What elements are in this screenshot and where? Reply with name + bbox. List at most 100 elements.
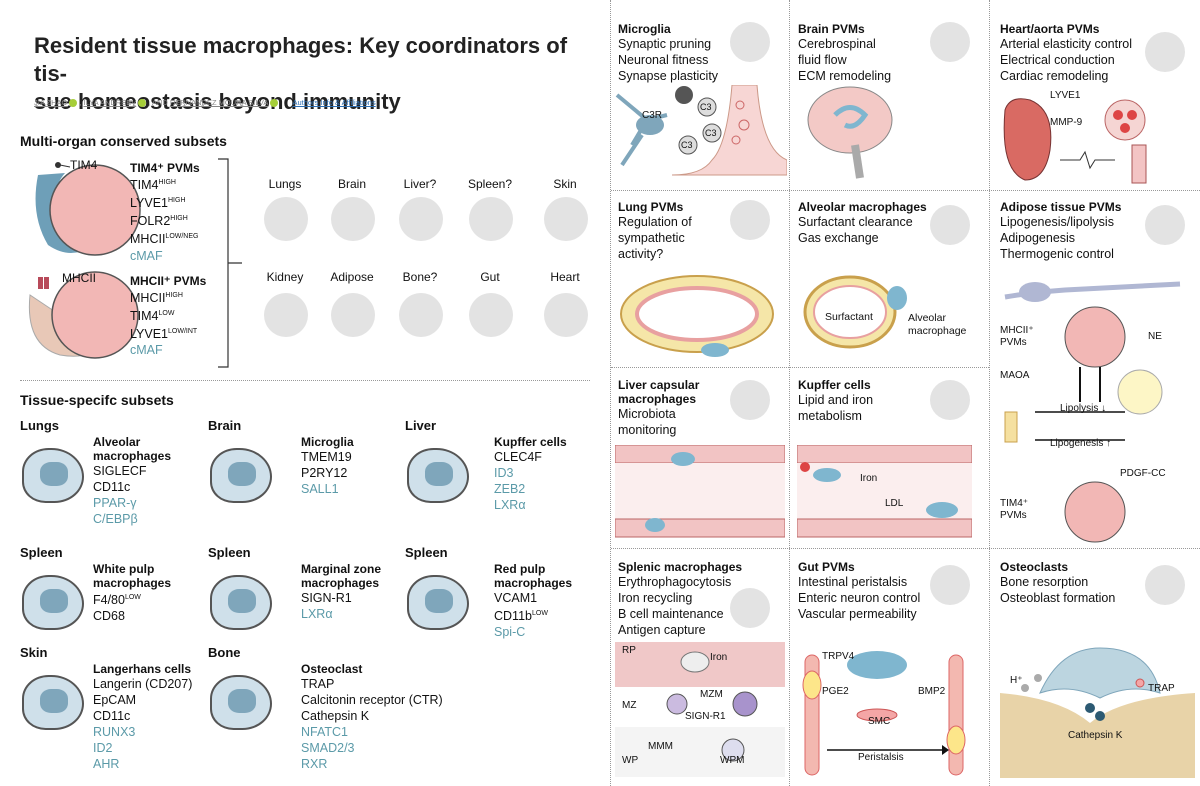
mmp9-label: MMP-9: [1050, 117, 1083, 128]
panel-gut: Gut PVMs Intestinal peristalsis Enteric …: [798, 560, 921, 621]
tim4-pvm-title: TIM4⁺ PVMs: [130, 161, 200, 175]
bracket: [218, 158, 242, 368]
spleen-illustration: [615, 642, 785, 777]
marker: VCAM1: [494, 591, 538, 605]
orcid-icon[interactable]: [138, 99, 147, 108]
cathepsin-k-label: Cathepsin K: [1068, 730, 1123, 741]
heart-illustration: [1003, 98, 1147, 184]
divider: [20, 380, 590, 381]
transcription-factor: NFATC1: [301, 725, 348, 739]
macrophage-cell-icon: [22, 448, 84, 503]
subset-name: Langerhans cells: [93, 662, 192, 676]
marker: Cathepsin K: [301, 709, 370, 723]
transcription-factor: RUNX3: [93, 725, 136, 739]
author-link[interactable]: HERNANDEZ MOURA SILVA: [169, 98, 269, 107]
lung-vessel-illustration: [620, 275, 774, 357]
organ-label: Bone?: [402, 270, 438, 284]
subset-name: Microglia: [301, 435, 354, 449]
transcription-factor: ID3: [494, 466, 514, 480]
smc-label: SMC: [868, 716, 891, 727]
bone-icon: [1145, 565, 1185, 605]
macrophage-cell-icon: [210, 448, 272, 503]
organ-label: Liver?: [403, 177, 437, 191]
marker: F4/80LOW: [93, 593, 141, 608]
marker: P2RY12: [301, 466, 348, 480]
tissue-label: Skin: [20, 645, 48, 660]
panel-alveolar: Alveolar macrophages Surfactant clearanc…: [798, 200, 927, 245]
organ-label: Adipose: [330, 270, 374, 284]
liver-icon: [399, 197, 443, 241]
kidney-icon: [264, 293, 308, 337]
orcid-icon[interactable]: [270, 99, 279, 108]
mzm-label: MZM: [700, 689, 723, 700]
marker: SIGN-R1: [301, 591, 352, 605]
author-link[interactable]: JIA ZHAO: [34, 98, 68, 107]
tim4-tag: TIM4: [70, 158, 98, 172]
transcription-factor: SALL1: [301, 482, 339, 496]
lungs-icon: [264, 197, 308, 241]
marker: FOLR2HIGH: [130, 214, 188, 229]
nucleus-icon: [40, 589, 68, 613]
transcription-factor: RXR: [301, 757, 328, 771]
wp-label: WP: [622, 755, 639, 766]
nucleus-icon: [228, 462, 256, 486]
adipose-illustration: [1004, 281, 1181, 543]
gut-illustration: [802, 651, 966, 776]
panel-adipose: Adipose tissue PVMs Lipogenesis/lipolysi…: [1000, 200, 1122, 261]
tim4-tf: cMAF: [130, 248, 163, 263]
orcid-icon[interactable]: [69, 99, 78, 108]
marker: TRAP: [301, 677, 335, 691]
author-link[interactable]: ILYA ANDREEV: [83, 98, 137, 107]
transcription-factor: LXRα: [494, 498, 526, 512]
marker: CD11bLOW: [494, 609, 548, 624]
tissue-label: Liver: [405, 418, 437, 433]
transcription-factor: PPAR-γ: [93, 496, 137, 510]
marker: CLEC4F: [494, 450, 542, 464]
marker: CD68: [93, 609, 125, 624]
microglia-illustration: [615, 85, 787, 176]
marker: EpCAM: [93, 693, 137, 707]
brain-sagittal-illustration: [807, 86, 893, 179]
heart-icon: [1145, 32, 1185, 72]
lipolysis-label: Lipolysis ↓: [1060, 403, 1107, 414]
lyve1-label: LYVE1: [1050, 90, 1081, 101]
divider: [989, 0, 990, 786]
panel-osteoclasts: Osteoclasts Bone resorption Osteoblast f…: [1000, 560, 1116, 605]
subset-name: Marginal zone macrophages: [301, 562, 382, 590]
subset-name: Red pulp macrophages: [494, 562, 573, 590]
kupffer-illustration: [797, 445, 972, 538]
h-plus-label: H⁺: [1010, 675, 1023, 686]
tim4-pvms-label: TIM4⁺ PVMs: [1000, 498, 1029, 521]
transcription-factor: ZEB2: [494, 482, 526, 496]
pge2-label: PGE2: [822, 686, 849, 697]
organ-label: Skin: [553, 177, 577, 191]
nucleus-icon: [425, 589, 453, 613]
c3-label: C3: [705, 128, 717, 138]
c3r-label: C3R: [642, 110, 663, 121]
liver-icon: [730, 380, 770, 420]
transcription-factor: AHR: [93, 757, 120, 771]
lipogenesis-label: Lipogenesis ↑: [1050, 438, 1112, 449]
macrophage-cell-icon: [22, 675, 84, 730]
bone-icon: [399, 293, 443, 337]
affiliations-link[interactable]: Authors Info & Affiliations: [292, 98, 376, 107]
divider: [610, 0, 611, 786]
panel-lung-pvms: Lung PVMs Regulation of sympathetic acti…: [618, 200, 692, 261]
macrophage-cell-icon: [407, 448, 469, 503]
alveolar-macrophage-label: Alveolar macrophage: [908, 312, 967, 337]
nucleus-icon: [228, 589, 256, 613]
tissue-label: Spleen: [20, 545, 63, 560]
c3-label: C3: [681, 140, 693, 150]
macrophage-cell-icon: [210, 575, 272, 630]
rp-label: RP: [622, 645, 636, 656]
panel-splenic: Splenic macrophages Erythrophagocytosis …: [618, 560, 743, 637]
divider: [611, 367, 989, 368]
adipose-icon: [1145, 205, 1185, 245]
trap-label: TRAP: [1148, 683, 1175, 694]
